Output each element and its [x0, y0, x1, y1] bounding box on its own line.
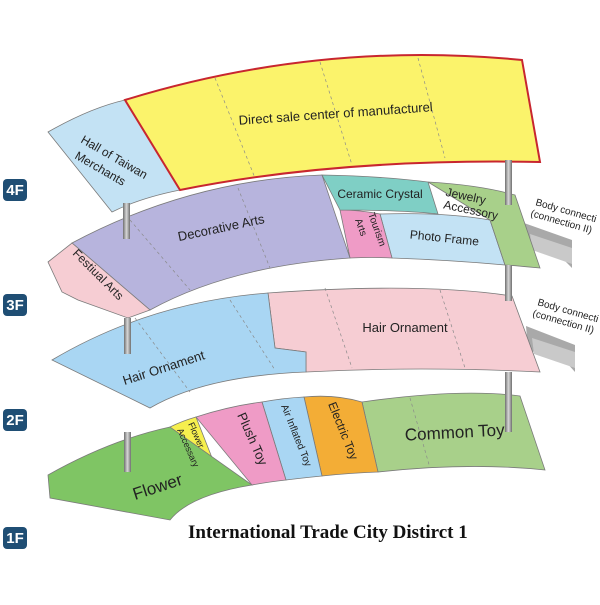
body-connection-lower: Body connecti (connection II)	[526, 297, 600, 372]
floor-badge-1f-label: 1F	[6, 530, 24, 547]
floor-1f: Common Toy Electric Toy Air Inflated Toy…	[47, 392, 546, 521]
floor-4f: Direct sale center of manufacturel Hall …	[47, 54, 542, 213]
zone-direct-sale-center[interactable]	[123, 54, 542, 192]
diagram-title: International Trade City Distirct 1	[188, 522, 468, 543]
floor-badge-4f[interactable]: 4F	[3, 179, 27, 201]
floor-badge-3f-label: 3F	[6, 297, 24, 314]
zone-decorative-arts[interactable]	[71, 174, 351, 311]
pillar-4f-3f-right	[505, 160, 512, 205]
pillar-4f-3f-left	[123, 203, 130, 239]
pillar-2f-1f-left	[124, 432, 131, 472]
zone-hair-ornament-right[interactable]	[267, 287, 541, 373]
zone-tourism-arts[interactable]	[339, 209, 393, 259]
zone-ceramic-crystal[interactable]	[321, 174, 439, 215]
pillar-3f-2f-left	[124, 318, 131, 354]
floor-badge-2f-label: 2F	[6, 412, 24, 429]
pillar-2f-1f-right	[505, 372, 512, 432]
support-pillars	[123, 160, 512, 472]
zone-common-toy[interactable]	[361, 392, 546, 473]
zone-plush-toy[interactable]	[195, 401, 287, 486]
hair-ornament-right-label: Hair Ornament	[362, 320, 448, 335]
zone-electric-toy[interactable]	[303, 395, 379, 477]
floor-badge-4f-label: 4F	[6, 182, 24, 199]
floor-badge-2f[interactable]: 2F	[3, 409, 27, 431]
zone-hair-ornament-left[interactable]	[51, 292, 307, 409]
pillar-3f-2f-right	[505, 265, 512, 301]
zone-flower[interactable]	[47, 426, 254, 521]
floor-badge-1f[interactable]: 1F	[3, 527, 27, 549]
floor-badge-3f[interactable]: 3F	[3, 294, 27, 316]
ceramic-crystal-label: Ceramic Crystal	[337, 187, 422, 201]
floor-2f: Hair Ornament Hair Ornament	[51, 287, 541, 409]
zone-air-inflated-toy[interactable]	[261, 396, 323, 481]
